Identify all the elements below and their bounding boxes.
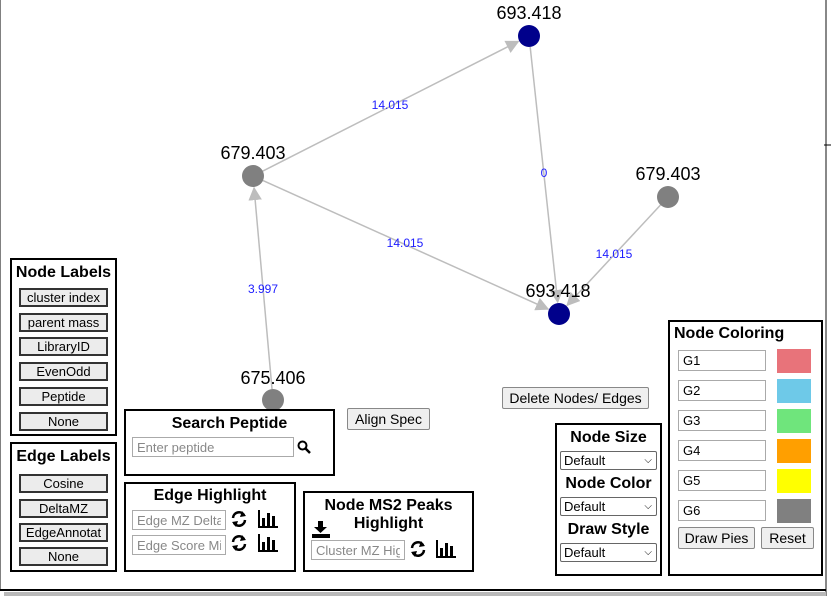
node-style-panel: Node Size Default ⌵ Node Color Default ⌵… bbox=[555, 423, 662, 576]
ms2-peaks-highlight-panel: Node MS2 Peaks Highlight bbox=[303, 491, 474, 572]
edge-score-min-input[interactable] bbox=[132, 535, 226, 555]
group-3-input[interactable] bbox=[678, 410, 766, 431]
align-spec-button[interactable]: Align Spec bbox=[347, 408, 430, 430]
node-label-even-odd-button[interactable]: EvenOdd bbox=[19, 362, 108, 381]
group-5-color-swatch[interactable] bbox=[777, 469, 811, 493]
ms2-highlight-title-line2: Highlight bbox=[353, 515, 424, 532]
node-label-cluster-index-button[interactable]: cluster index bbox=[19, 288, 108, 307]
edge-label: 0 bbox=[541, 166, 548, 180]
group-2-color-swatch[interactable] bbox=[777, 379, 811, 403]
node-size-select[interactable]: Default ⌵ bbox=[560, 451, 657, 470]
refresh-icon[interactable] bbox=[408, 539, 428, 559]
group-3-color-swatch[interactable] bbox=[777, 409, 811, 433]
graph-edge[interactable] bbox=[262, 40, 520, 172]
node-color-value: Default bbox=[564, 499, 606, 514]
graph-node[interactable] bbox=[242, 165, 264, 187]
node-size-value: Default bbox=[564, 453, 606, 468]
edge-label: 14.015 bbox=[372, 98, 409, 112]
chevron-down-icon: ⌵ bbox=[644, 455, 652, 466]
node-label-parent-mass-button[interactable]: parent mass bbox=[19, 313, 108, 332]
chevron-down-icon: ⌵ bbox=[644, 547, 652, 558]
draw-pies-button[interactable]: Draw Pies bbox=[678, 527, 755, 549]
edge-label: 14.015 bbox=[596, 247, 633, 261]
horizontal-scrollbar[interactable] bbox=[4, 592, 826, 596]
edge-label: 14.015 bbox=[387, 236, 424, 250]
node-label-peptide-button[interactable]: Peptide bbox=[19, 387, 108, 406]
graph-edge[interactable] bbox=[529, 46, 564, 304]
edge-label-none-button[interactable]: None bbox=[19, 547, 108, 566]
node-coloring-panel: Node Coloring Draw Pies Reset bbox=[668, 320, 823, 576]
group-6-color-swatch[interactable] bbox=[777, 499, 811, 523]
node-labels-panel: Node Labels cluster index parent mass Li… bbox=[10, 258, 117, 436]
draw-style-select[interactable]: Default ⌵ bbox=[560, 543, 657, 562]
reset-button[interactable]: Reset bbox=[761, 527, 814, 549]
search-peptide-title: Search Peptide bbox=[171, 415, 288, 432]
draw-style-title: Draw Style bbox=[567, 521, 650, 538]
refresh-icon[interactable] bbox=[229, 509, 249, 529]
edge-highlight-title: Edge Highlight bbox=[153, 487, 267, 504]
node-labels-title: Node Labels bbox=[15, 264, 112, 281]
graph-edge[interactable] bbox=[566, 204, 662, 307]
node-color-select[interactable]: Default ⌵ bbox=[560, 497, 657, 516]
bar-chart-icon[interactable] bbox=[257, 509, 279, 529]
graph-node[interactable] bbox=[548, 303, 570, 325]
peptide-search-input[interactable] bbox=[132, 437, 294, 457]
node-label: 675.406 bbox=[240, 368, 305, 388]
cluster-mz-highlight-input[interactable] bbox=[311, 540, 405, 560]
bar-chart-icon[interactable] bbox=[435, 539, 457, 559]
edge-highlight-panel: Edge Highlight bbox=[124, 482, 296, 572]
search-peptide-panel: Search Peptide bbox=[124, 409, 335, 476]
search-icon[interactable] bbox=[297, 440, 311, 454]
download-icon[interactable] bbox=[311, 521, 331, 539]
node-label: 693.418 bbox=[496, 3, 561, 23]
group-2-input[interactable] bbox=[678, 380, 766, 401]
delete-nodes-edges-button[interactable]: Delete Nodes/ Edges bbox=[502, 387, 649, 409]
group-4-input[interactable] bbox=[678, 440, 766, 461]
node-label: 693.418 bbox=[525, 281, 590, 301]
edge-label-edge-annotation-button[interactable]: EdgeAnnotat bbox=[19, 523, 108, 542]
chevron-down-icon: ⌵ bbox=[644, 501, 652, 512]
ms2-highlight-title-line1: Node MS2 Peaks bbox=[324, 497, 453, 514]
edge-label-cosine-button[interactable]: Cosine bbox=[19, 474, 108, 493]
graph-node[interactable] bbox=[657, 186, 679, 208]
edge-label: 3.997 bbox=[248, 282, 278, 296]
group-1-color-swatch[interactable] bbox=[777, 349, 811, 373]
edge-labels-title: Edge Labels bbox=[16, 448, 111, 465]
group-6-input[interactable] bbox=[678, 500, 766, 521]
node-coloring-title: Node Coloring bbox=[674, 325, 785, 342]
graph-node[interactable] bbox=[518, 25, 540, 47]
node-label-none-button[interactable]: None bbox=[19, 412, 108, 431]
node-label: 679.403 bbox=[220, 143, 285, 163]
graph-node[interactable] bbox=[262, 389, 284, 411]
group-5-input[interactable] bbox=[678, 470, 766, 491]
group-1-input[interactable] bbox=[678, 350, 766, 371]
node-label: 679.403 bbox=[635, 164, 700, 184]
edge-labels-panel: Edge Labels Cosine DeltaMZ EdgeAnnotat N… bbox=[10, 442, 117, 572]
draw-style-value: Default bbox=[564, 545, 606, 560]
refresh-icon[interactable] bbox=[229, 533, 249, 553]
bar-chart-icon[interactable] bbox=[257, 533, 279, 553]
edge-mz-delta-input[interactable] bbox=[132, 510, 226, 530]
graph-edge[interactable] bbox=[248, 186, 273, 390]
node-color-title: Node Color bbox=[565, 475, 652, 492]
group-4-color-swatch[interactable] bbox=[777, 439, 811, 463]
graph-edge[interactable] bbox=[262, 179, 550, 311]
node-size-title: Node Size bbox=[570, 429, 647, 446]
node-label-library-id-button[interactable]: LibraryID bbox=[19, 337, 108, 356]
edge-label-delta-mz-button[interactable]: DeltaMZ bbox=[19, 499, 108, 518]
